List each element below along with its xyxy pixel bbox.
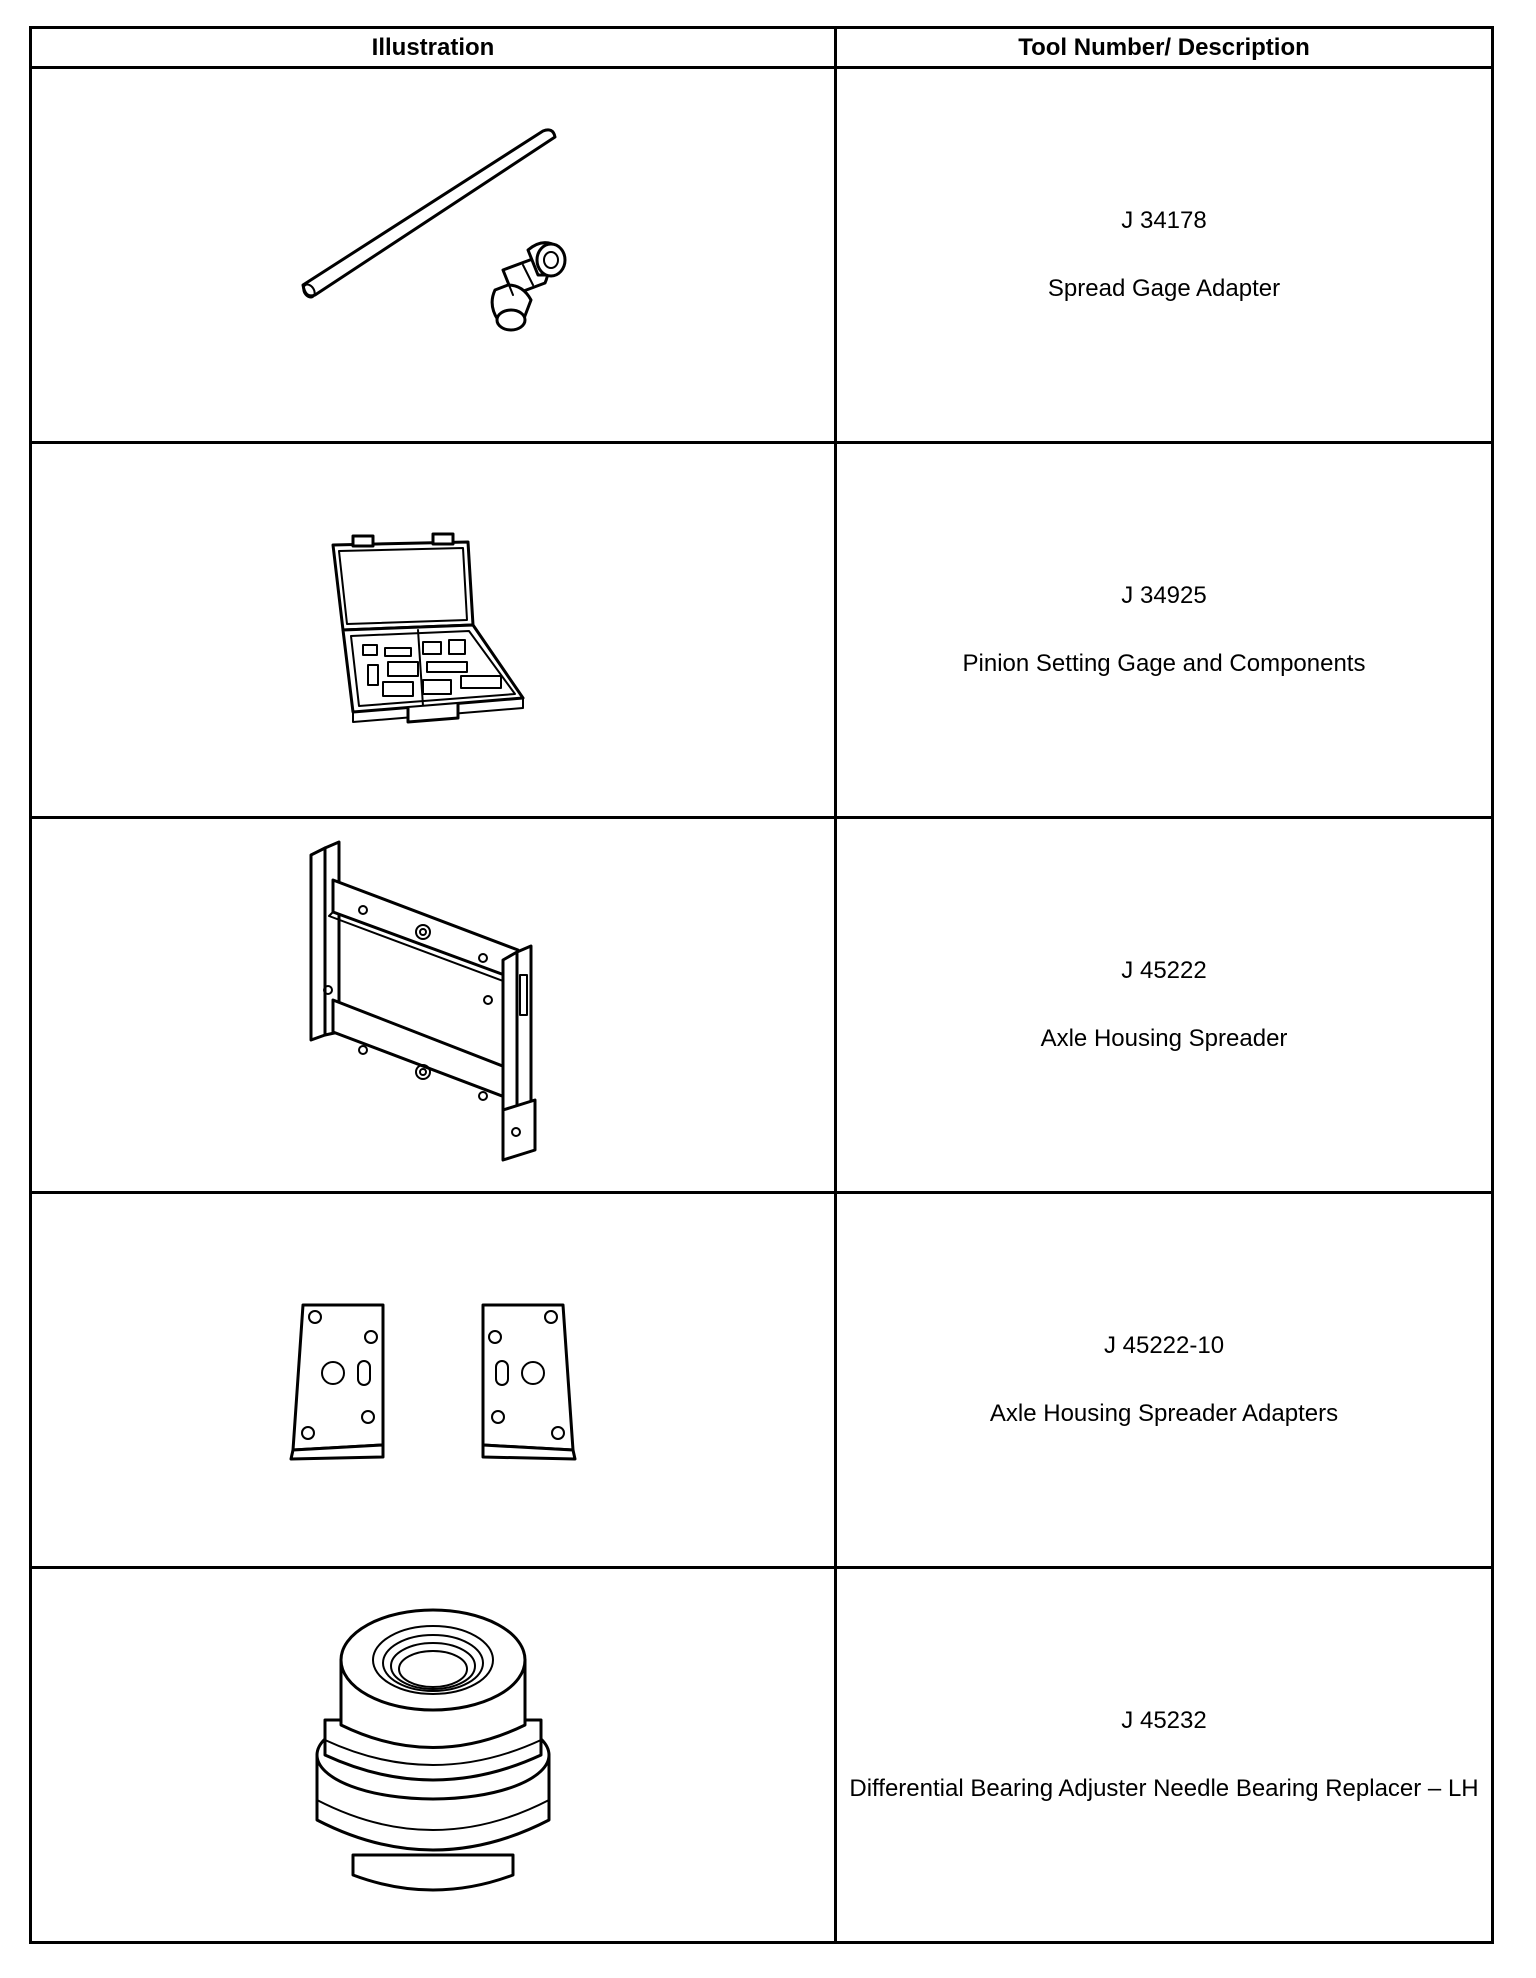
tool-description-cell: J 45232 Differential Bearing Adjuster Ne… — [834, 1566, 1494, 1944]
illustration-cell — [29, 1566, 837, 1944]
spread-gage-adapter-illustration — [301, 128, 567, 332]
tool-description-cell: J 45222 Axle Housing Spreader — [834, 816, 1494, 1194]
header-tool-number-description: Tool Number/ Description — [834, 26, 1494, 69]
illustration-cell — [29, 816, 837, 1194]
table-row: J 45232 Differential Bearing Adjuster Ne… — [29, 1566, 1494, 1944]
tool-description: Axle Housing Spreader — [1040, 1025, 1288, 1052]
spreader-adapters-illustration — [289, 1303, 577, 1461]
pinion-setting-gage-case-illustration — [331, 532, 525, 724]
table-row: J 34925 Pinion Setting Gage and Componen… — [29, 441, 1494, 819]
tool-number: J 45222 — [1121, 957, 1207, 984]
needle-bearing-replacer-illustration — [315, 1608, 551, 1892]
tool-description-cell: J 45222-10 Axle Housing Spreader Adapter… — [834, 1191, 1494, 1569]
axle-housing-spreader-illustration — [309, 840, 537, 1162]
tool-description: Axle Housing Spreader Adapters — [989, 1400, 1339, 1427]
tool-description: Differential Bearing Adjuster Needle Bea… — [849, 1775, 1479, 1802]
illustration-cell — [29, 441, 837, 819]
tool-description: Pinion Setting Gage and Components — [962, 650, 1366, 677]
illustration-cell — [29, 1191, 837, 1569]
table-row: J 45222 Axle Housing Spreader — [29, 816, 1494, 1194]
header-illustration: Illustration — [29, 26, 837, 69]
tool-number: J 34925 — [1121, 582, 1207, 609]
table-row: J 45222-10 Axle Housing Spreader Adapter… — [29, 1191, 1494, 1569]
illustration-cell — [29, 66, 837, 444]
tool-description: Spread Gage Adapter — [1047, 275, 1281, 302]
tool-number: J 45232 — [1121, 1707, 1207, 1734]
table-header-row: Illustration Tool Number/ Description — [29, 26, 1494, 69]
table-row: J 34178 Spread Gage Adapter — [29, 66, 1494, 444]
tool-description-cell: J 34178 Spread Gage Adapter — [834, 66, 1494, 444]
special-tools-table: Illustration Tool Number/ Description — [29, 26, 1494, 1944]
tool-number: J 34178 — [1121, 207, 1207, 234]
tool-number: J 45222-10 — [1103, 1332, 1225, 1359]
tool-description-cell: J 34925 Pinion Setting Gage and Componen… — [834, 441, 1494, 819]
